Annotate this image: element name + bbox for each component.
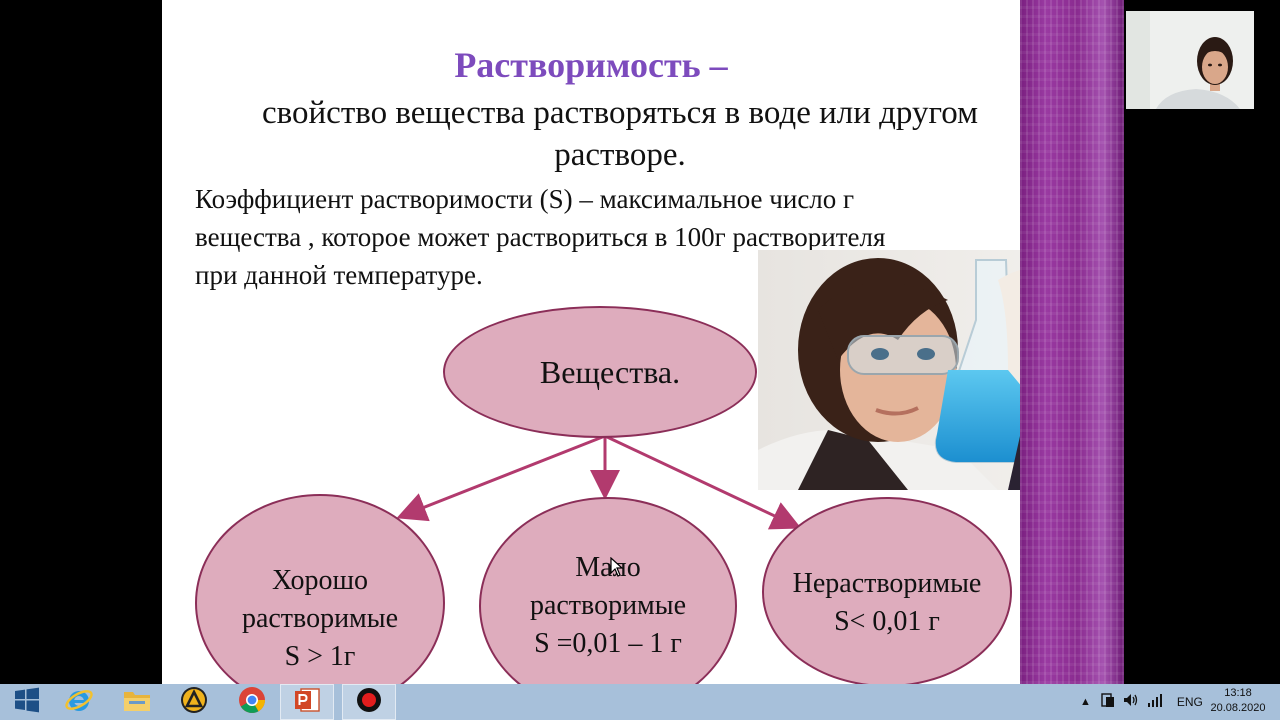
slide-side-band bbox=[1020, 0, 1124, 684]
slide-subtitle: свойство вещества растворяться в воде ил… bbox=[200, 92, 1020, 176]
webcam-video-thumbnail bbox=[1126, 11, 1254, 109]
record-icon bbox=[355, 686, 383, 719]
taskbar-clock[interactable]: 13:18 20.08.2020 bbox=[1210, 686, 1266, 716]
ammyy-admin-icon bbox=[179, 685, 209, 720]
taskbar-file-explorer[interactable] bbox=[110, 684, 164, 720]
ellipse-slightly-soluble: Мало растворимые S =0,01 – 1 г bbox=[479, 497, 737, 684]
subtitle-line-2: растворе. bbox=[554, 137, 686, 173]
subtitle-line-1: свойство вещества растворяться в воде ил… bbox=[262, 95, 978, 131]
mouse-cursor-icon bbox=[610, 556, 626, 582]
clock-date: 20.08.2020 bbox=[1210, 702, 1266, 714]
network-icon[interactable] bbox=[1147, 692, 1163, 713]
scientist-flask-photo bbox=[758, 250, 1020, 490]
windows-taskbar: ▲ ENG 13:18 20.08.2020 bbox=[0, 684, 1280, 720]
definition-paragraph: Коэффициент растворимости (S) – максимал… bbox=[195, 180, 1020, 294]
presentation-slide: Растворимость – свойство вещества раство… bbox=[162, 0, 1020, 684]
right-margin bbox=[1124, 0, 1280, 684]
windows-start-icon bbox=[14, 687, 40, 718]
taskbar-chrome[interactable] bbox=[225, 684, 279, 720]
ellipse-soluble: Хорошо растворимые S > 1г bbox=[195, 494, 445, 684]
taskbar-screen-recorder[interactable] bbox=[342, 684, 396, 720]
paragraph-line-3: при данной температуре. bbox=[195, 260, 483, 290]
action-center-icon[interactable] bbox=[1101, 692, 1115, 713]
root-ellipse: Вещества. bbox=[443, 306, 757, 438]
paragraph-line-2: вещества , которое может раствориться в … bbox=[195, 222, 886, 252]
slightly-soluble-label-3: S =0,01 – 1 г bbox=[534, 628, 682, 659]
powerpoint-icon bbox=[293, 686, 321, 719]
root-label: Вещества. bbox=[539, 354, 681, 390]
taskbar-ammyy-admin[interactable] bbox=[167, 684, 221, 720]
soluble-label-1: Хорошо bbox=[271, 565, 369, 596]
start-button[interactable] bbox=[0, 684, 54, 720]
system-tray: ▲ ENG bbox=[1080, 684, 1203, 720]
desktop-screen: Растворимость – свойство вещества раство… bbox=[162, 0, 1280, 684]
soluble-label-2: растворимые bbox=[241, 603, 399, 634]
slide-title: Растворимость – bbox=[454, 45, 728, 85]
taskbar-internet-explorer[interactable] bbox=[52, 684, 106, 720]
slightly-soluble-label-1: Мало bbox=[575, 552, 641, 583]
slightly-soluble-label-2: растворимые bbox=[529, 590, 687, 621]
insoluble-label-2: S< 0,01 г bbox=[834, 606, 940, 637]
file-explorer-icon bbox=[122, 686, 152, 719]
ellipse-insoluble: Нерастворимые S< 0,01 г bbox=[762, 497, 1012, 684]
paragraph-line-1: Коэффициент растворимости (S) – максимал… bbox=[195, 184, 855, 214]
insoluble-label-1: Нерастворимые bbox=[792, 568, 982, 599]
chrome-icon bbox=[237, 685, 267, 720]
clock-time: 13:18 bbox=[1224, 687, 1252, 699]
tray-expand-icon[interactable]: ▲ bbox=[1080, 696, 1091, 708]
volume-icon[interactable] bbox=[1123, 692, 1139, 713]
taskbar-powerpoint[interactable] bbox=[280, 684, 334, 720]
input-language[interactable]: ENG bbox=[1176, 695, 1203, 709]
soluble-label-3: S > 1г bbox=[284, 641, 356, 672]
internet-explorer-icon bbox=[64, 685, 94, 720]
